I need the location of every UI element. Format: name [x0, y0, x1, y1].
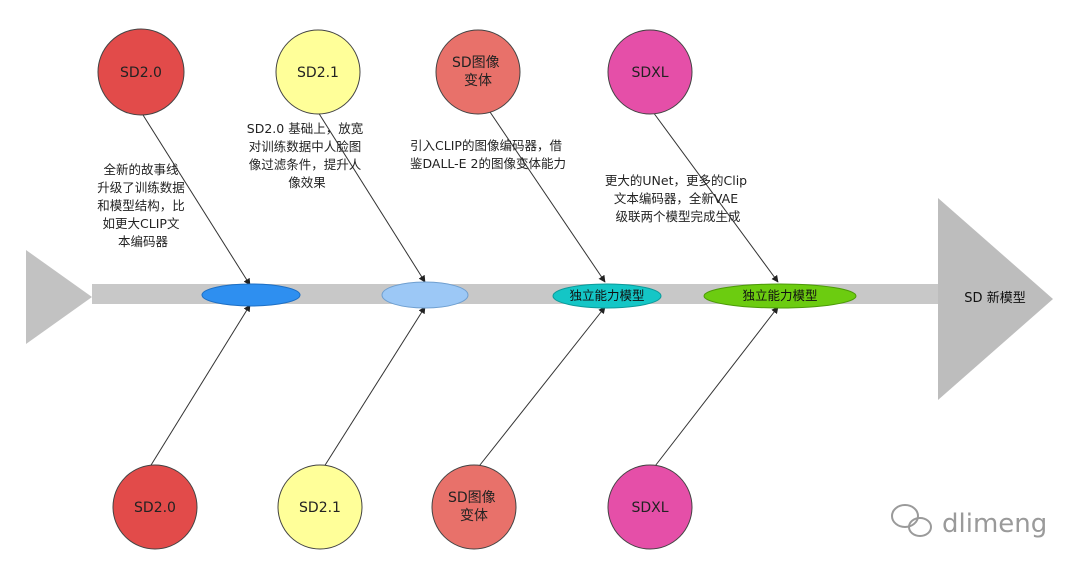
note-variant: 引入CLIP的图像编码器，借 鉴DALL-E 2的图像变体能力: [410, 138, 566, 171]
node-variant-bottom: [431, 464, 517, 550]
node-sd20-top-label: SD2.0: [120, 65, 162, 81]
node-variant-top-label: SD图像 变体: [452, 55, 504, 89]
connector-sd21-bottom: [321, 306, 426, 471]
node-sd21-bottom: [277, 464, 363, 550]
node-sd21-top: [275, 29, 361, 115]
oval-variant-label: 独立能力模型: [569, 288, 644, 303]
node-sdxl-top-label: SDXL: [631, 65, 668, 81]
node-sd21-bottom-label: SD2.1: [299, 500, 341, 516]
oval-sdxl-label: 独立能力模型: [742, 288, 817, 303]
node-variant-top: [435, 29, 521, 115]
node-sd20-top: [97, 28, 185, 116]
node-sd20-bottom-label: SD2.0: [134, 500, 176, 516]
node-sdxl-top: [607, 29, 693, 115]
connector-sd21-top: [317, 111, 426, 283]
note-sdxl: 更大的UNet，更多的Clip 文本编码器，全新VAE 级联两个模型完成生成: [605, 173, 751, 224]
head-label: SD 新模型: [964, 290, 1025, 306]
oval-sd20: [201, 283, 301, 307]
connector-variant-bottom: [475, 306, 606, 471]
watermark-text: dlimeng: [942, 509, 1047, 539]
node-sdxl-bottom-label: SDXL: [631, 500, 668, 516]
connector-variant-top: [489, 111, 606, 283]
node-sdxl-bottom: [607, 464, 693, 550]
bottom-nodes: [112, 464, 693, 550]
note-sd20: 全新的故事线 升级了训练数据 和模型结构，比 如更大CLIP文 本编码器: [97, 162, 189, 249]
note-sd21: SD2.0 基础上，放宽 对训练数据中人脸图 像过滤条件，提升人 像效果: [247, 121, 367, 190]
wechat-icon: [891, 504, 932, 537]
node-sd21-top-label: SD2.1: [297, 65, 339, 81]
connector-sdxl-bottom: [651, 306, 779, 471]
oval-sdxl: [703, 283, 857, 309]
oval-variant: [552, 283, 662, 309]
fish-tail: [26, 250, 92, 344]
connector-sd20-top: [142, 114, 251, 286]
node-sd20-bottom: [112, 464, 198, 550]
fish-head: [938, 198, 1053, 400]
connector-sd20-bottom: [147, 304, 251, 471]
connector-sdxl-top: [652, 111, 779, 283]
node-variant-bottom-label: SD图像 变体: [448, 490, 500, 524]
connector-lines: [142, 111, 779, 471]
top-nodes: [97, 28, 693, 116]
oval-sd21: [381, 281, 469, 309]
